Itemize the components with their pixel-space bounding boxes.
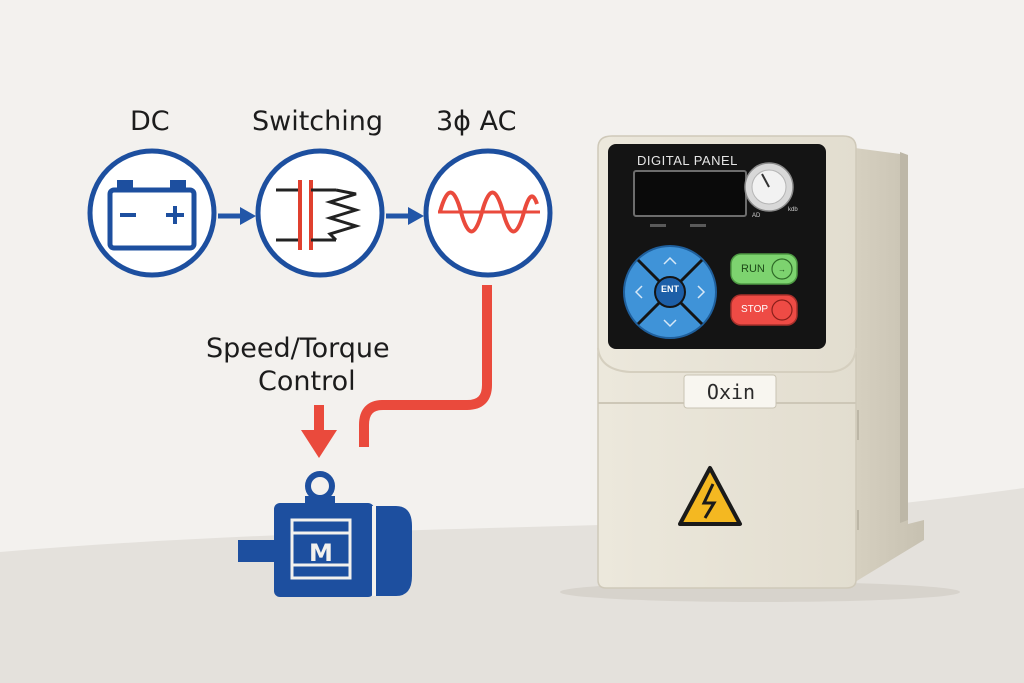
panel-title: DIGITAL PANEL — [637, 153, 738, 168]
dc-stage — [87, 148, 217, 278]
stop-button[interactable]: STOP — [741, 304, 769, 315]
dc-label: DC — [130, 106, 170, 137]
motor-letter: M — [309, 539, 333, 567]
brand-label: Oxin — [706, 380, 756, 404]
switching-circuit-icon — [276, 180, 362, 250]
ent-button[interactable]: ENT — [661, 284, 679, 294]
switching-label: Switching — [252, 106, 384, 137]
arrow-switching-to-ac — [386, 207, 424, 225]
run-button-icon: → — [778, 265, 786, 274]
conversion-diagram: M — [87, 148, 553, 597]
ac-label: 3ϕ AC — [436, 106, 517, 137]
control-label-line1: Speed/Torque — [206, 333, 390, 364]
battery-icon — [107, 180, 197, 251]
arrow-dc-to-switching — [218, 207, 256, 225]
run-button[interactable]: RUN — [741, 263, 765, 275]
motor-icon: M — [238, 471, 412, 597]
ac-stage — [423, 148, 553, 278]
control-arrow — [301, 405, 337, 458]
knob-label-left: AD — [752, 213, 761, 219]
knob-label-right: kdb — [788, 207, 798, 213]
switching-stage — [255, 148, 385, 278]
sine-wave-icon — [438, 190, 540, 234]
control-label-line2: Control — [258, 366, 356, 397]
ac-to-motor-wire — [359, 285, 492, 447]
